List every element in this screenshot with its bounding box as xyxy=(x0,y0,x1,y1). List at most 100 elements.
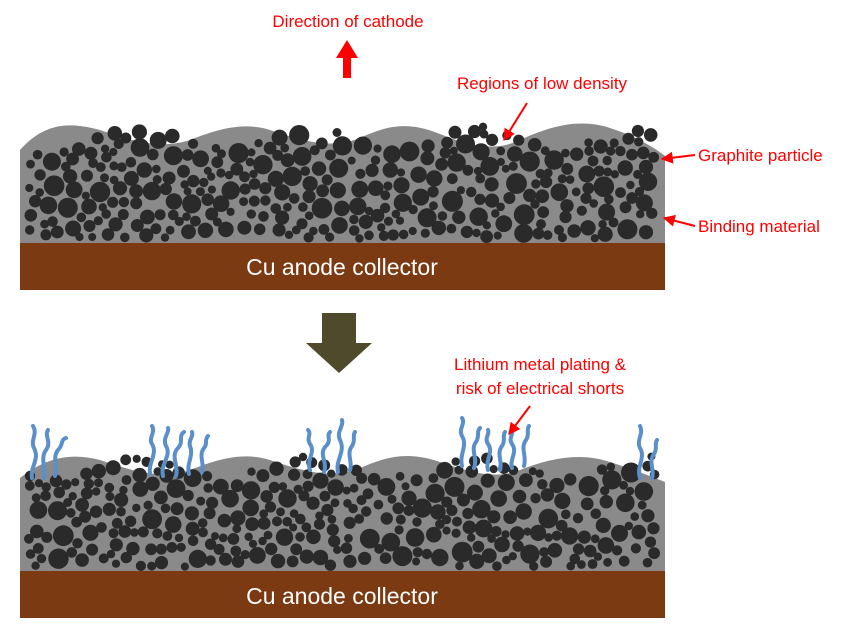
graphite-particle xyxy=(132,467,147,483)
graphite-particle xyxy=(519,473,533,487)
graphite-particle xyxy=(572,513,584,524)
graphite-particle xyxy=(230,479,244,493)
graphite-particle xyxy=(324,559,337,571)
graphite-particle xyxy=(132,454,141,463)
graphite-particle xyxy=(272,223,286,237)
graphite-particle xyxy=(383,145,401,163)
graphite-particle xyxy=(325,232,335,242)
graphite-particle xyxy=(405,528,425,547)
graphite-particle xyxy=(327,515,337,524)
graphite-particle xyxy=(88,233,97,241)
graphite-particle xyxy=(598,203,616,221)
graphite-particle xyxy=(429,201,438,211)
graphite-particle xyxy=(295,532,305,542)
graphite-particle xyxy=(32,149,43,160)
graphite-particle xyxy=(65,220,82,237)
graphite-particle xyxy=(102,502,116,516)
graphite-particle xyxy=(108,217,123,232)
graphite-particle xyxy=(447,153,466,172)
graphite-particle xyxy=(401,490,417,506)
graphite-particle xyxy=(644,536,657,548)
graphite-particle xyxy=(211,143,221,153)
graphite-particle xyxy=(241,481,261,500)
graphite-particle xyxy=(221,181,240,200)
graphite-particle xyxy=(448,125,462,139)
graphite-particle xyxy=(578,476,599,497)
graphite-particle xyxy=(65,181,83,199)
graphite-particle xyxy=(348,503,358,514)
graphite-particle xyxy=(321,174,333,186)
graphite-particle xyxy=(93,216,103,226)
graphite-particle xyxy=(348,225,360,236)
graphite-particle xyxy=(81,169,93,182)
graphite-particle xyxy=(634,187,645,197)
graphite-particle xyxy=(211,532,219,541)
graphite-particle xyxy=(401,482,410,491)
graphite-particle xyxy=(597,226,613,242)
graphite-particle xyxy=(602,470,622,490)
graphite-particle xyxy=(559,210,572,224)
graphite-particle xyxy=(248,539,258,548)
graphite-particle xyxy=(298,202,308,212)
graphite-particle xyxy=(52,525,74,547)
graphite-particle xyxy=(298,452,308,462)
graphite-particle xyxy=(298,490,310,502)
graphite-particle xyxy=(456,493,470,507)
graphite-particle xyxy=(292,147,312,166)
graphite-particle xyxy=(71,516,83,528)
graphite-particle xyxy=(530,493,541,504)
graphite-particle xyxy=(529,561,539,571)
graphite-particle xyxy=(253,155,273,175)
graphite-particle xyxy=(431,548,449,567)
graphite-particle xyxy=(572,543,585,555)
graphite-particle xyxy=(40,219,49,229)
graphite-particle xyxy=(35,188,44,197)
graphite-particle xyxy=(118,525,132,538)
graphite-particle xyxy=(466,484,483,501)
graphite-particle xyxy=(619,480,628,490)
graphite-particle xyxy=(291,225,301,235)
graphite-particle xyxy=(358,551,372,565)
graphite-particle xyxy=(25,225,35,235)
graphite-particle xyxy=(520,544,540,564)
graphite-particle xyxy=(205,555,216,566)
graphite-particle xyxy=(242,499,259,517)
graphite-particle xyxy=(152,175,162,184)
graphite-particle xyxy=(31,561,40,570)
graphite-particle xyxy=(408,226,417,236)
graphite-particle xyxy=(29,501,48,519)
graphite-particle xyxy=(582,182,595,195)
graphite-particle xyxy=(609,138,619,148)
graphite-particle xyxy=(57,197,78,218)
graphite-particle xyxy=(638,159,654,175)
graphite-particle xyxy=(412,188,430,206)
graphite-particle xyxy=(201,193,214,206)
graphite-particle xyxy=(358,214,373,229)
graphite-particle xyxy=(153,467,162,476)
graphite-particle xyxy=(248,178,261,190)
graphite-particle xyxy=(380,512,393,525)
graphite-particle xyxy=(101,228,115,241)
graphite-particle xyxy=(24,533,34,544)
graphite-particle xyxy=(237,220,252,235)
graphite-particle xyxy=(216,168,226,178)
graphite-particle xyxy=(452,516,462,527)
dendrite xyxy=(147,424,156,476)
dendrite xyxy=(347,430,357,472)
graphite-particle xyxy=(232,524,242,534)
graphite-particle xyxy=(150,223,162,235)
graphite-particle xyxy=(147,561,157,571)
graphite-particle xyxy=(98,203,108,212)
graphite-particle xyxy=(66,508,76,518)
graphite-particle xyxy=(332,128,342,137)
graphite-particle xyxy=(634,137,644,147)
graphite-particle xyxy=(159,182,172,196)
graphite-particle xyxy=(410,166,427,183)
graphite-particle xyxy=(467,533,476,542)
graphite-particle xyxy=(39,196,58,215)
graphite-particle xyxy=(519,151,540,172)
graphite-particle xyxy=(270,203,282,214)
graphite-particle xyxy=(264,501,277,513)
graphite-particle xyxy=(365,163,379,177)
dendrite xyxy=(41,428,51,480)
